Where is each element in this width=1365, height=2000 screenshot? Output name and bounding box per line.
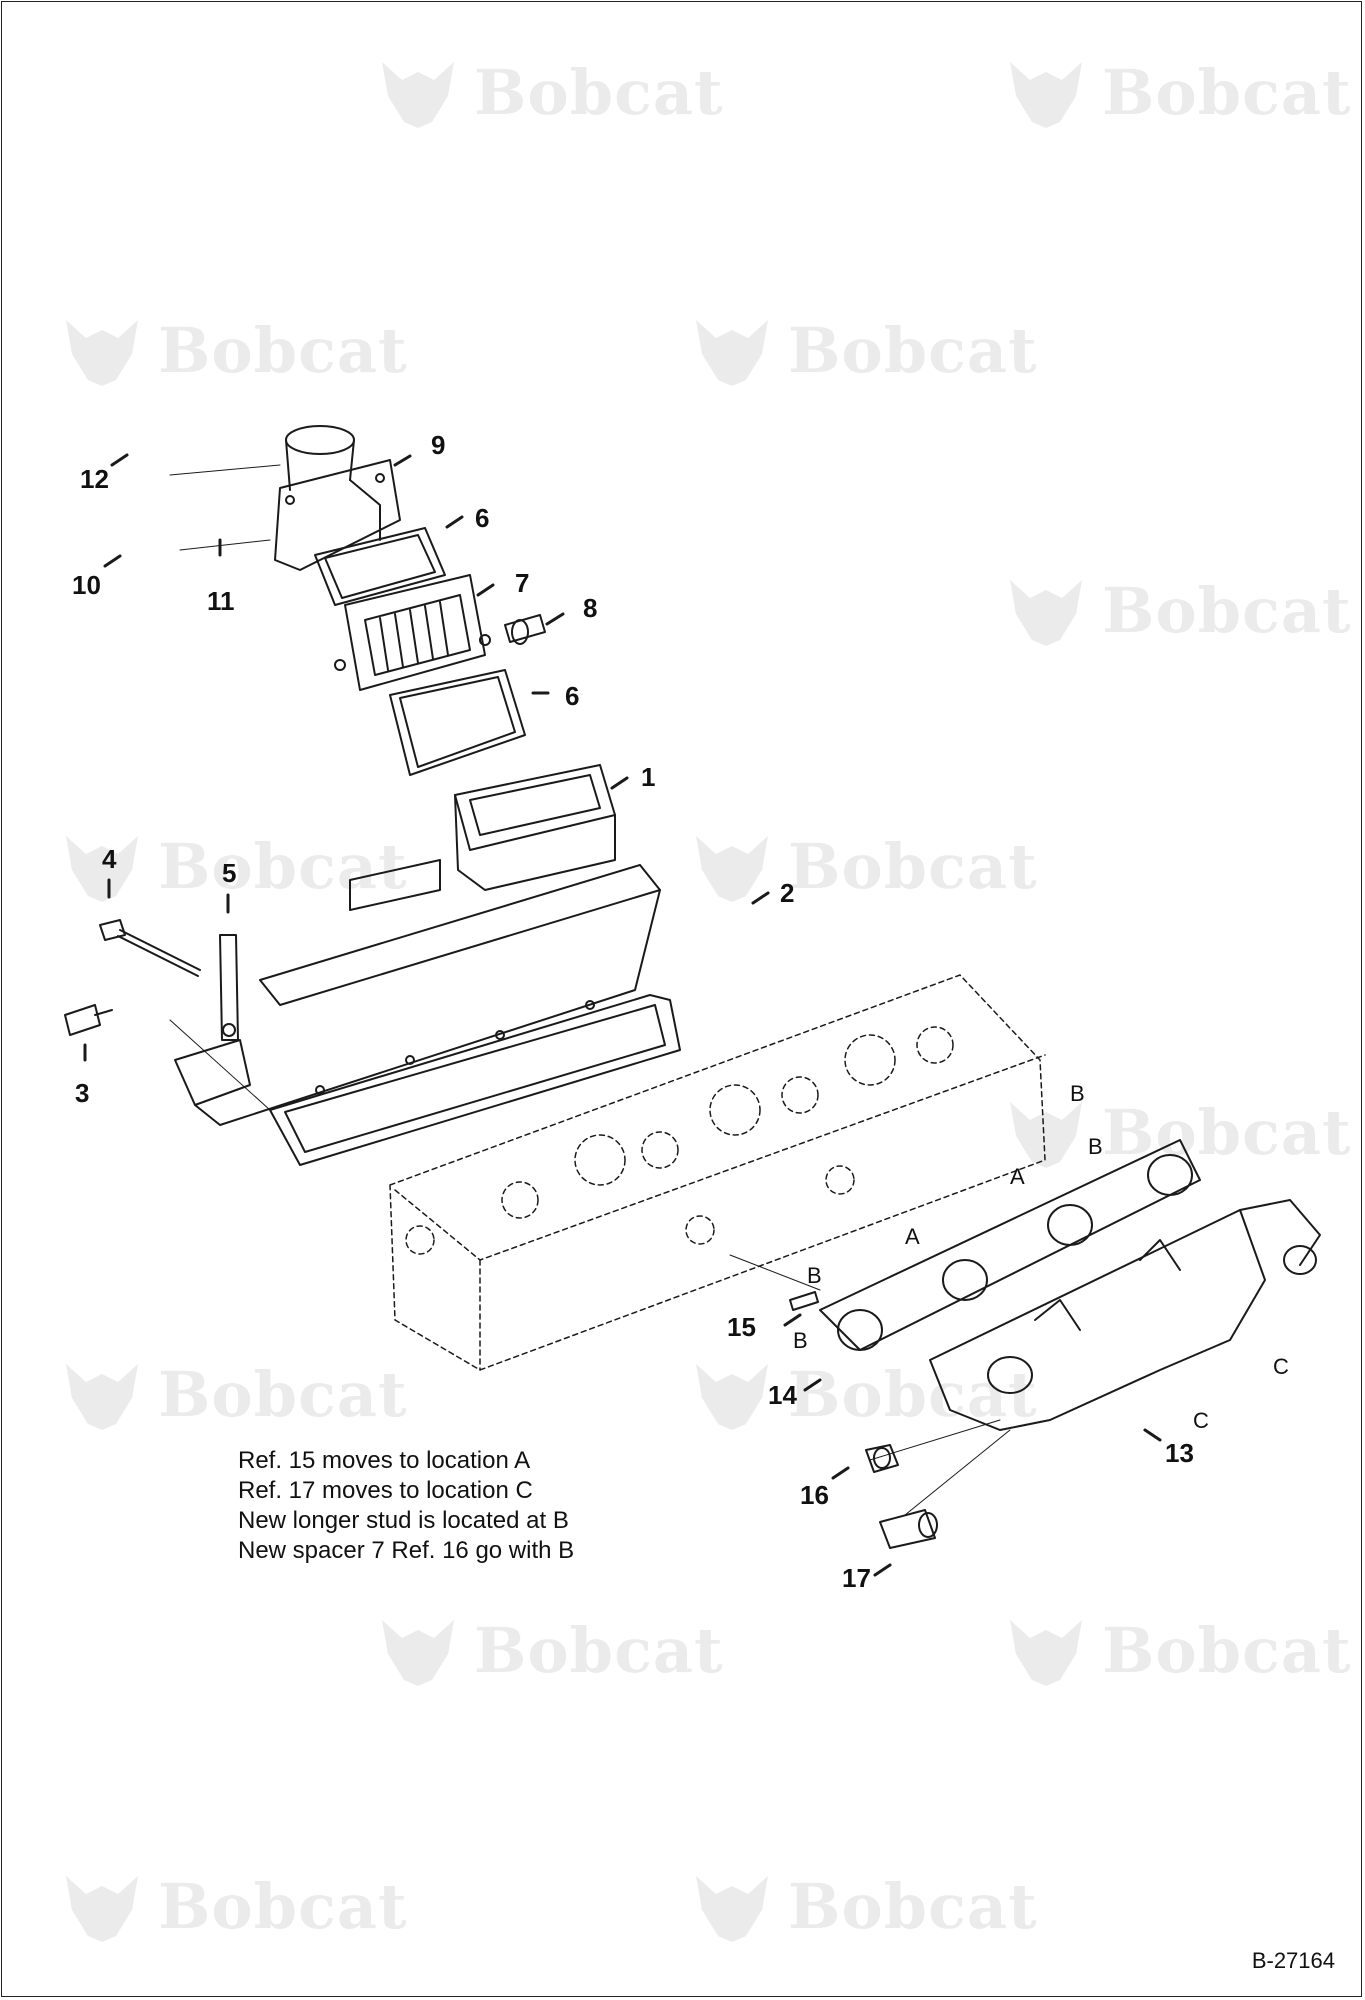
location-b-label: B — [1070, 1081, 1085, 1106]
callout-11: 11 — [207, 586, 235, 616]
part-15-stud — [789, 1291, 819, 1311]
watermark: Bobcat — [1000, 52, 1352, 132]
bobcat-head-icon — [1010, 62, 1082, 128]
callout-15: 15 — [727, 1312, 756, 1342]
watermark: Bobcat — [56, 1866, 408, 1946]
watermark: Bobcat — [56, 826, 408, 906]
note-line: Ref. 17 moves to location C — [238, 1477, 533, 1504]
part-5-bracket — [219, 934, 239, 1041]
part-3-bolt — [64, 1004, 113, 1036]
bobcat-head-icon — [696, 320, 768, 386]
watermark: Bobcat — [686, 1866, 1038, 1946]
part-14-exhaust-gasket — [819, 1139, 1201, 1351]
part-2-manifold — [174, 859, 681, 1166]
callout-8: 8 — [583, 593, 598, 623]
bobcat-head-icon — [1010, 1102, 1082, 1168]
callout-5: 5 — [222, 858, 237, 888]
bobcat-head-icon — [1010, 580, 1082, 646]
watermark: Bobcat — [56, 310, 408, 390]
callout-16: 16 — [800, 1480, 829, 1510]
bobcat-head-icon — [696, 1364, 768, 1430]
watermark: Bobcat — [686, 826, 1038, 906]
location-b-label: B — [1088, 1134, 1103, 1159]
watermark: Bobcat — [372, 52, 724, 132]
callout-13: 13 — [1165, 1438, 1194, 1468]
location-a-label: A — [1010, 1164, 1025, 1189]
watermark: Bobcat — [1000, 570, 1352, 650]
location-b-label: B — [793, 1328, 808, 1353]
callout-6-upper: 6 — [475, 503, 490, 533]
part-17-bolt — [879, 1509, 938, 1549]
callout-17: 17 — [842, 1563, 871, 1593]
part-8-bolt — [504, 614, 546, 645]
callout-7: 7 — [515, 568, 530, 598]
callout-2: 2 — [780, 878, 795, 908]
callout-4: 4 — [102, 844, 117, 874]
revision-notes: Ref. 15 moves to location A Ref. 17 move… — [238, 1446, 574, 1566]
watermark: Bobcat — [686, 310, 1038, 390]
location-a-label: A — [905, 1224, 920, 1249]
leader-lines — [169, 464, 1011, 1516]
bobcat-head-icon — [382, 62, 454, 128]
callout-leaders — [83, 453, 1162, 1577]
part-6-gasket-lower — [389, 669, 526, 776]
watermark: Bobcat — [372, 1610, 724, 1690]
location-c-label: C — [1273, 1354, 1289, 1379]
drawing-number: B-27164 — [1251, 1948, 1335, 1973]
callout-12: 12 — [80, 464, 109, 494]
part-7-heater — [334, 574, 491, 691]
callout-1: 1 — [641, 762, 656, 792]
watermark: Bobcat — [686, 1354, 1038, 1434]
callout-10: 10 — [72, 570, 101, 600]
bobcat-head-icon — [382, 1620, 454, 1686]
note-line: New longer stud is located at B — [238, 1507, 569, 1534]
bobcat-head-icon — [696, 1876, 768, 1942]
part-1-adapter — [454, 764, 616, 891]
part-9-elbow — [274, 425, 401, 571]
part-16-spacer — [865, 1444, 899, 1473]
watermark: Bobcat — [1000, 1610, 1352, 1690]
bobcat-head-icon — [66, 1876, 138, 1942]
callout-6-lower: 6 — [565, 681, 580, 711]
part-13-exhaust-manifold — [929, 1199, 1321, 1431]
watermark: Bobcat — [56, 1354, 408, 1434]
location-b-label: B — [807, 1263, 822, 1288]
callout-14: 14 — [768, 1380, 797, 1410]
cylinder-head — [389, 974, 1046, 1371]
part-4-long-bolt — [99, 919, 201, 977]
bobcat-head-icon — [66, 836, 138, 902]
callout-3: 3 — [75, 1078, 90, 1108]
part-6-gasket-upper — [314, 527, 446, 606]
bobcat-head-icon — [66, 1364, 138, 1430]
callout-9: 9 — [431, 430, 446, 460]
location-c-label: C — [1193, 1408, 1209, 1433]
bobcat-head-icon — [1010, 1620, 1082, 1686]
note-line: New spacer 7 Ref. 16 go with B — [238, 1537, 575, 1564]
note-line: Ref. 15 moves to location A — [238, 1447, 531, 1474]
bobcat-head-icon — [66, 320, 138, 386]
bobcat-head-icon — [696, 836, 768, 902]
